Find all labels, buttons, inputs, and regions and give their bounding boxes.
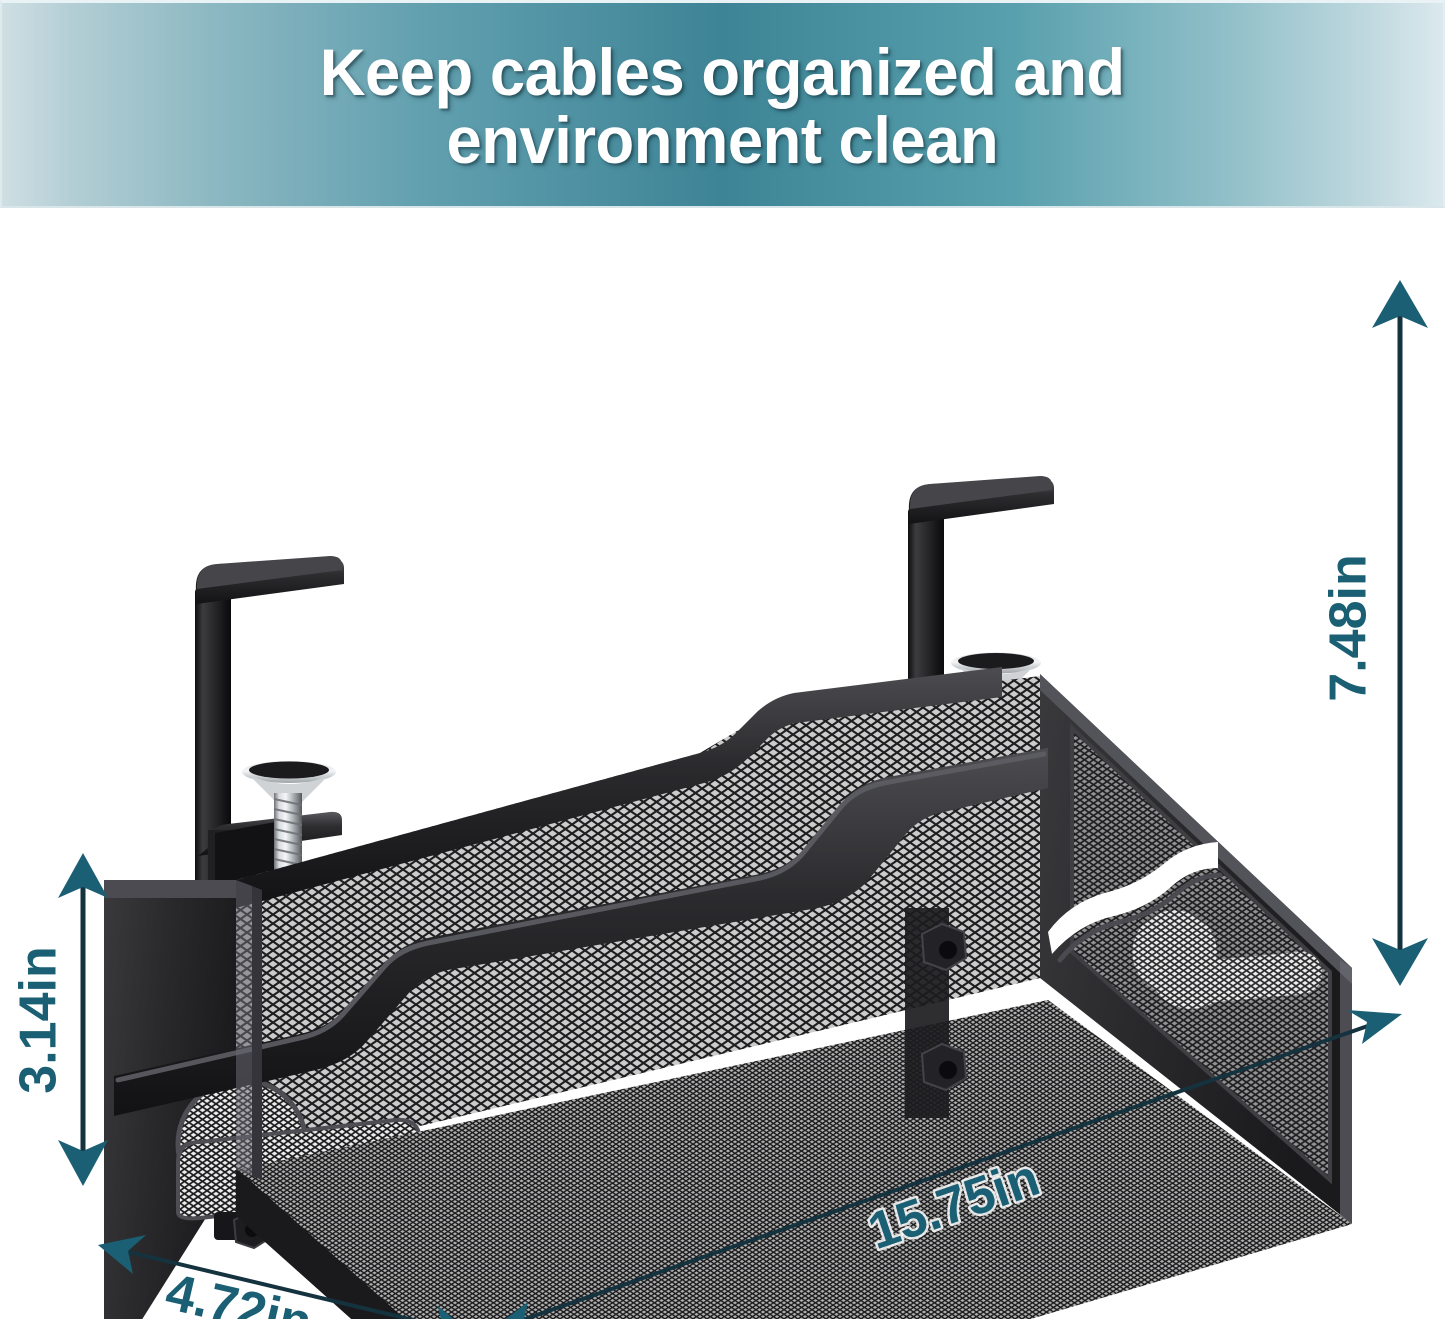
tray-back-top-rail [236, 667, 1002, 908]
product-illustration [104, 476, 1352, 1319]
headline-line-1: Keep cables organized and [320, 35, 1125, 110]
mesh-basket-tray [104, 667, 1352, 1319]
headline-text-block: Keep cables organized and environment cl… [2, 3, 1443, 206]
headline-banner: Keep cables organized and environment cl… [0, 0, 1445, 208]
headline-line-2: environment clean [446, 102, 999, 177]
product-stage: 7.48in 3.14in 4.72in 15.75in [0, 208, 1445, 1319]
tray-rail-notch [1048, 842, 1218, 954]
